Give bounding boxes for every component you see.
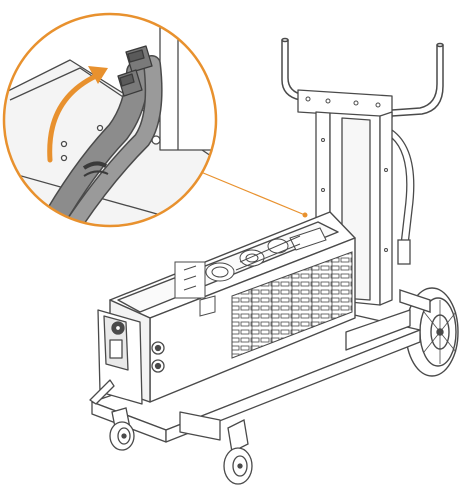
front-caster-right — [223, 419, 253, 485]
callout-target — [302, 212, 308, 218]
cart-base — [91, 309, 421, 443]
machine-internals — [174, 227, 327, 317]
zoom-detail — [2, 12, 218, 228]
front-caster-left — [109, 407, 135, 451]
callout-leader — [195, 169, 306, 216]
gas-hose — [391, 129, 415, 265]
cable-bundle — [36, 55, 163, 226]
ventilation-grill — [231, 251, 353, 359]
rear-wheel — [399, 287, 459, 377]
connector-plug-icon — [117, 45, 153, 97]
curved-arrow-icon — [47, 66, 108, 163]
front-panel — [89, 309, 165, 405]
